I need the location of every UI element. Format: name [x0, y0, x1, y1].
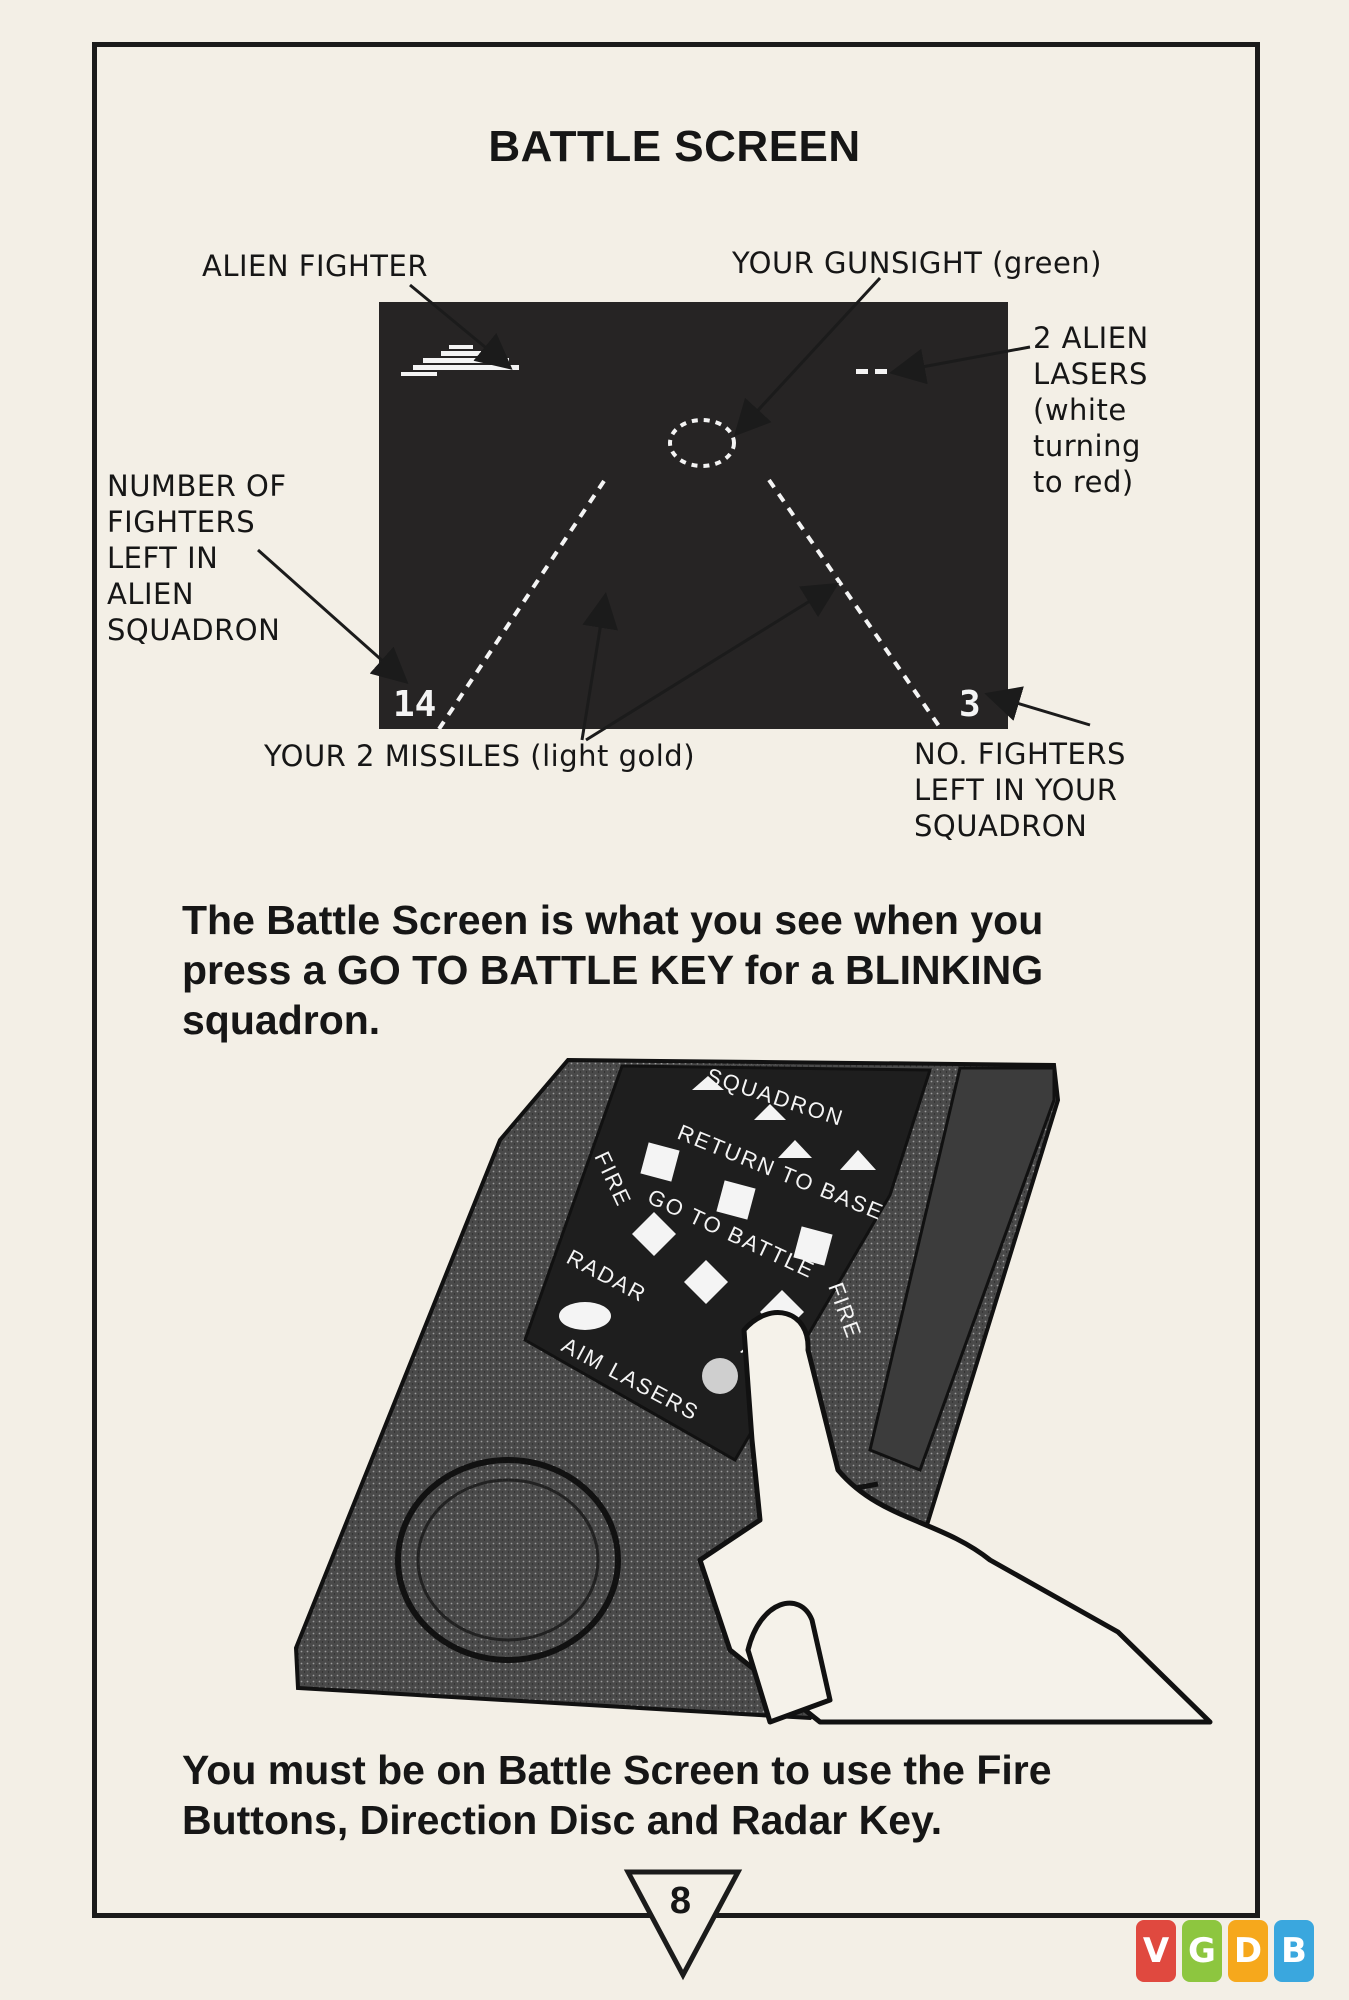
go-to-battle-key-1	[632, 1212, 676, 1256]
handheld-device-illustration: SQUADRON RETURN TO BASE GO TO BATTLE FIR…	[293, 1057, 1213, 1725]
hand-illustration	[697, 1310, 1213, 1725]
squadron-key-2	[754, 1104, 786, 1120]
intro-paragraph: The Battle Screen is what you see when y…	[182, 897, 1044, 1043]
arrow-your-squadron	[984, 686, 1091, 727]
watermark-letter: G	[1182, 1920, 1222, 1982]
arrow-alien-squadron	[257, 548, 409, 684]
arrow-alien-fighter	[409, 283, 513, 370]
go-to-battle-key-2	[684, 1260, 728, 1304]
arrow-missile-left	[580, 592, 618, 741]
label-missiles: YOUR 2 MISSILES (light gold)	[264, 739, 696, 773]
return-to-base-key-2	[716, 1180, 756, 1220]
callout-arrows	[257, 276, 1091, 742]
alien-squadron-count: 14	[393, 684, 437, 725]
direction-disc	[395, 1457, 621, 1663]
thumb	[745, 1600, 833, 1725]
aim-lasers-key	[702, 1358, 738, 1394]
label-alien-squadron-count: NUMBER OF FIGHTERS LEFT IN ALIEN SQUADRO…	[107, 469, 287, 647]
squadron-key-1	[692, 1076, 724, 1090]
label-your-squadron-count: NO. FIGHTERS LEFT IN YOUR SQUADRON	[914, 737, 1126, 843]
arrow-missile-right	[585, 582, 840, 742]
keypad-panel	[523, 1064, 933, 1463]
squadron-key-3	[778, 1140, 812, 1158]
label-gunsight: YOUR GUNSIGHT (green)	[732, 246, 1102, 280]
footer-paragraph: You must be on Battle Screen to use the …	[182, 1747, 1052, 1843]
watermark-letter: V	[1136, 1920, 1176, 1982]
return-to-base-key-1	[640, 1142, 680, 1182]
arrow-gunsight	[733, 276, 882, 437]
index-finger	[697, 1310, 1213, 1725]
battle-screen-graphics	[401, 345, 943, 731]
return-to-base-key-3	[793, 1226, 833, 1266]
arrow-alien-lasers	[889, 345, 1031, 385]
your-squadron-count: 3	[959, 684, 981, 725]
page-title: BATTLE SCREEN	[488, 122, 861, 171]
radar-key-icon	[559, 1302, 611, 1330]
alien-fighter-icon	[401, 345, 519, 376]
vgdb-watermark: V G D B	[1136, 1920, 1314, 1990]
gunsight-icon	[668, 418, 736, 468]
alien-lasers-icon	[856, 369, 887, 374]
label-alien-fighter: ALIEN FIGHTER	[202, 249, 428, 283]
device-side-rail	[868, 1066, 1056, 1472]
label-alien-lasers: 2 ALIEN LASERS (white turning to red)	[1033, 321, 1149, 499]
watermark-letter: D	[1228, 1920, 1268, 1982]
squadron-key-4	[840, 1150, 876, 1170]
watermark-letter: B	[1274, 1920, 1314, 1982]
